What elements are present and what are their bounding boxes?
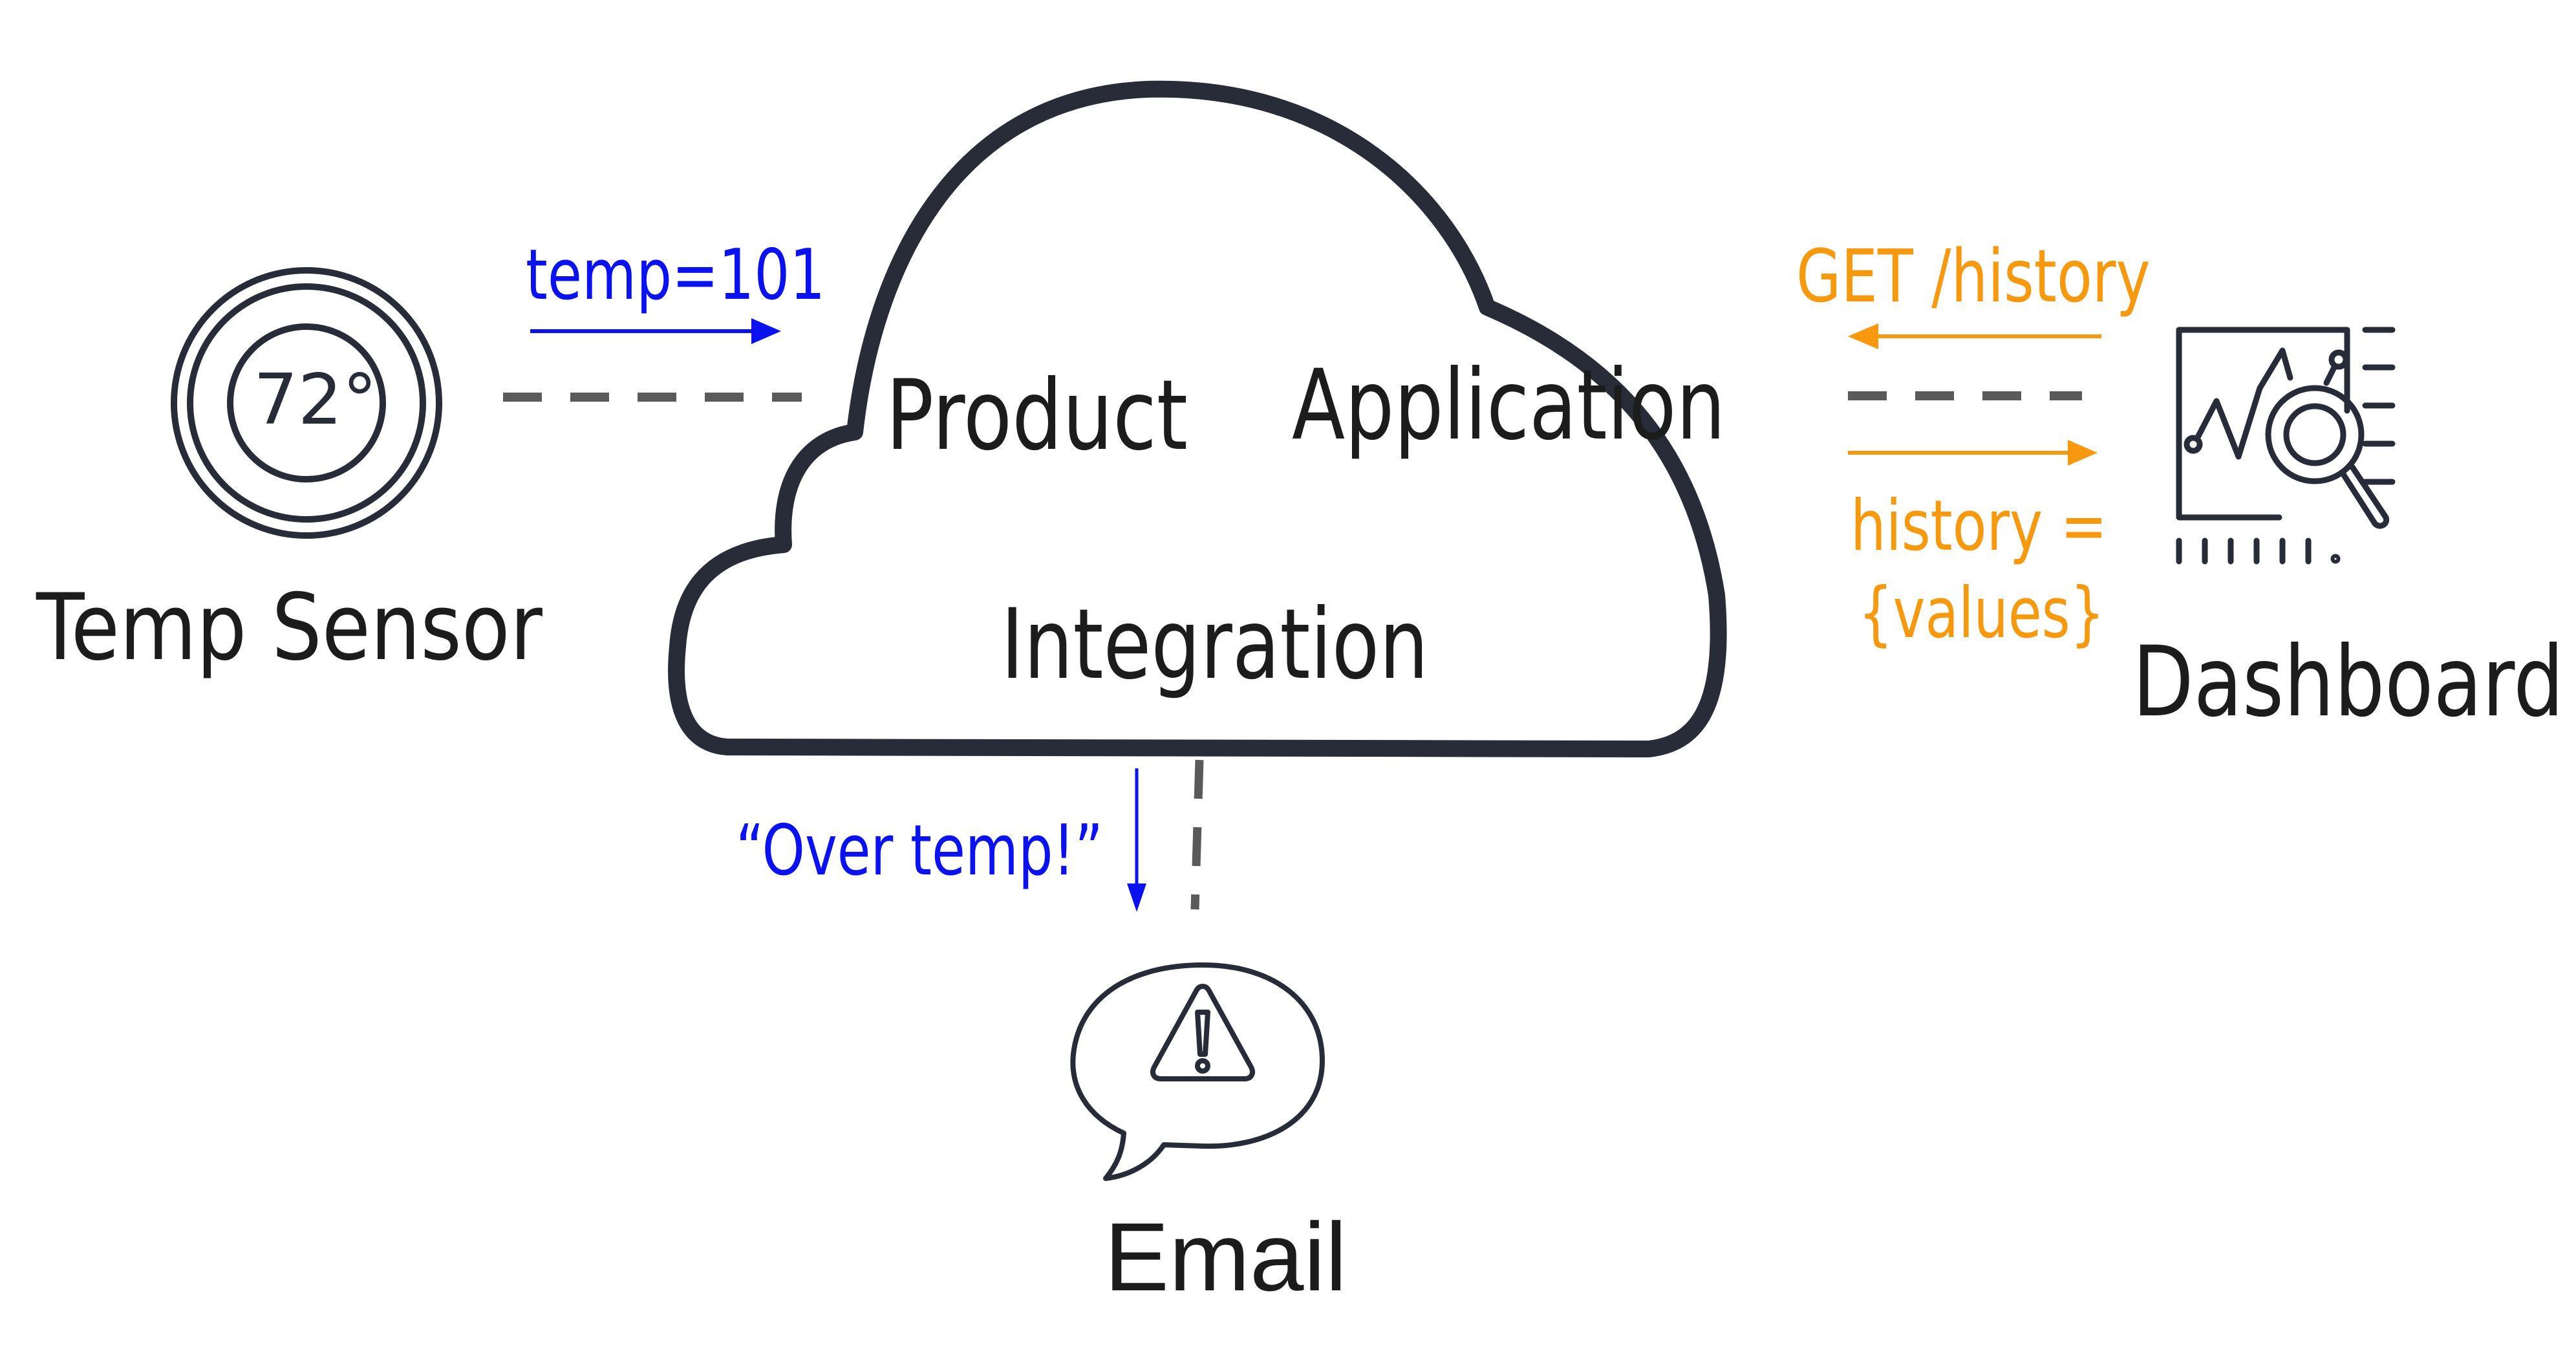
temp-flow-label: temp=101 xyxy=(526,235,826,316)
email-label: Email xyxy=(1104,1202,1347,1311)
dashboard-request-label: GET /history xyxy=(1796,235,2151,319)
dashboard-request-arrowhead xyxy=(1848,323,1878,349)
dashboard-chart-magnifier-icon xyxy=(2176,327,2396,565)
alert-flow-label: “Over temp!” xyxy=(736,810,1103,891)
cloud-word-integration: Integration xyxy=(1001,589,1429,701)
dashboard-label: Dashboard xyxy=(2132,626,2564,739)
dashboard-response-label-line1: history = xyxy=(1851,486,2108,567)
temp-sensor-label: Temp Sensor xyxy=(36,574,542,681)
thermostat-icon xyxy=(171,267,442,539)
thermostat-display: 72° xyxy=(253,360,378,440)
dashboard-response-arrowhead xyxy=(2068,440,2098,466)
cloud-icon xyxy=(668,80,1727,757)
cloud-word-application: Application xyxy=(1292,349,1726,462)
cloud-email-connection xyxy=(1190,759,1204,910)
cloud-word-product: Product xyxy=(886,360,1188,472)
dashboard-response-label-line2: {values} xyxy=(1858,573,2105,654)
alert-flow-arrowhead xyxy=(1127,883,1146,912)
alert-speech-bubble-icon xyxy=(1070,962,1325,1181)
temp-flow-arrowhead xyxy=(751,318,781,344)
